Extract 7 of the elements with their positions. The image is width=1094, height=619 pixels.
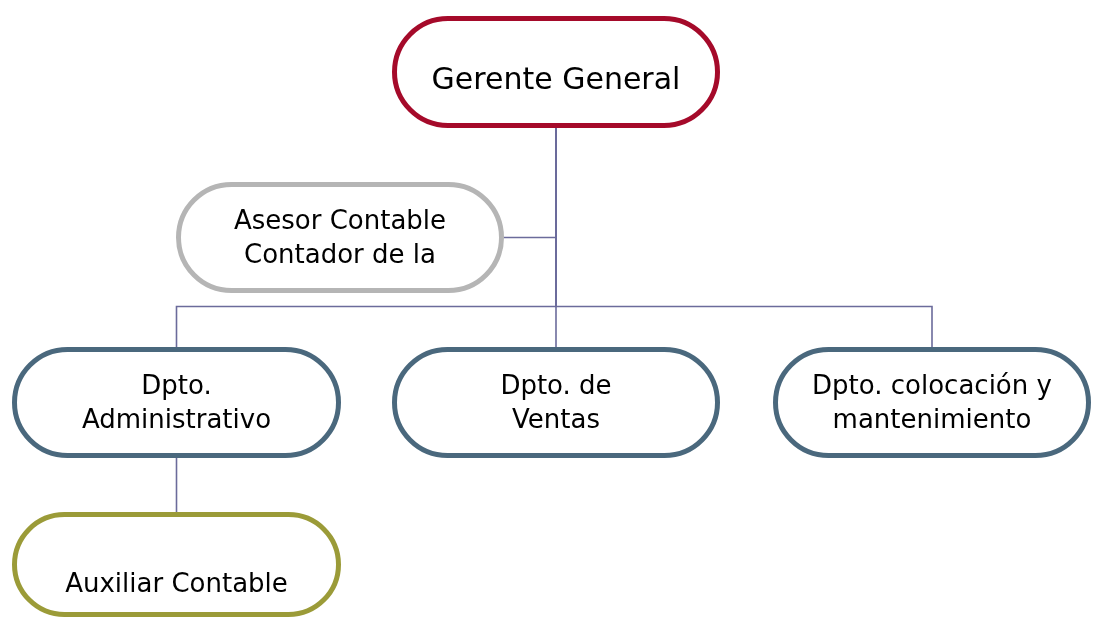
node-label: Asesor Contable Contador de la: [232, 203, 448, 271]
connector-line: [175, 457, 178, 513]
node-label: Dpto. Administrativo: [80, 368, 273, 436]
node-label: Gerente General: [431, 60, 681, 98]
node-label: Dpto. de Ventas: [499, 368, 613, 436]
node-label: Dpto. colocación y mantenimiento: [811, 368, 1053, 436]
node-label: Auxiliar Contable: [65, 567, 288, 600]
